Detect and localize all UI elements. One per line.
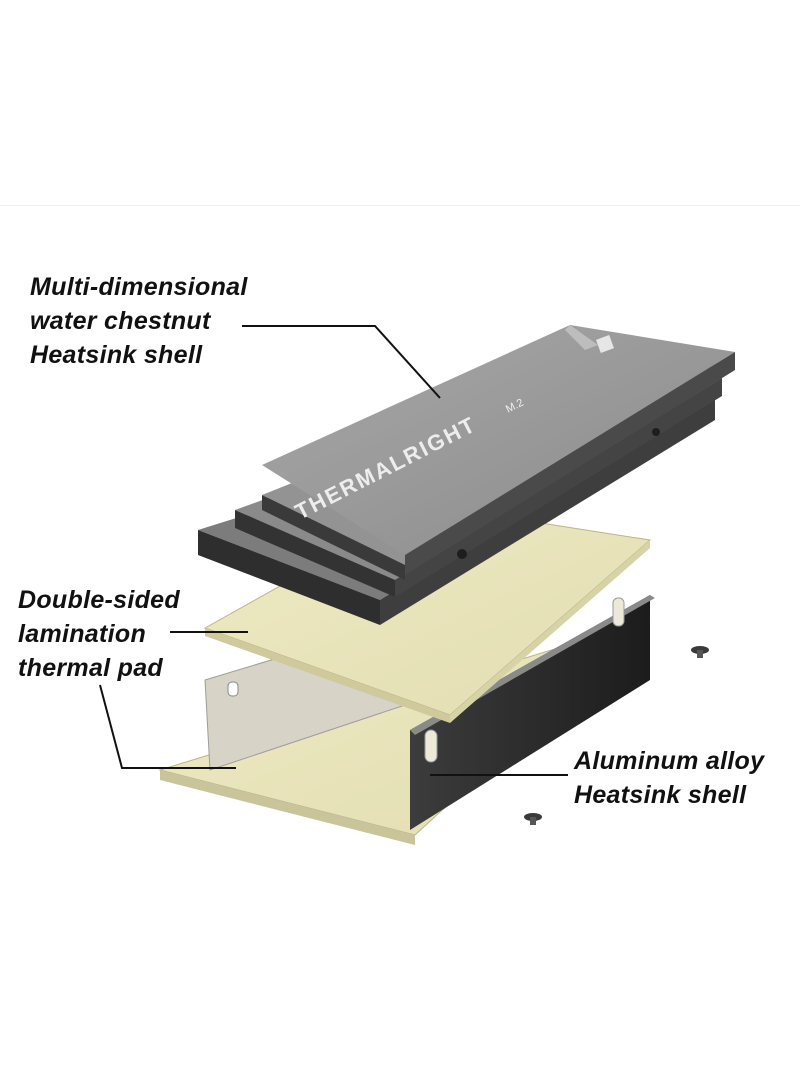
callout-text: thermal pad — [18, 654, 163, 682]
callout-thermal-pad: Double-sided lamination thermal pad — [18, 583, 180, 685]
callout-line-middle-shell — [99, 684, 236, 769]
callout-text: Double-sided — [18, 586, 180, 614]
callout-line-top — [242, 325, 441, 399]
screw-icon — [524, 813, 542, 825]
callout-text: Multi-dimensional — [30, 273, 248, 301]
callout-text: lamination — [18, 620, 147, 648]
callout-multi-dimensional-heatsink: Multi-dimensional water chestnut Heatsin… — [30, 270, 248, 372]
callout-text: Aluminum alloy — [574, 747, 765, 775]
callout-text: Heatsink shell — [30, 341, 203, 369]
multi-dimensional-heatsink: THERMALRIGHT M.2 — [198, 325, 735, 625]
thermal-pad — [203, 504, 652, 723]
screw-icon — [691, 646, 709, 658]
brand-logo-icon — [596, 335, 614, 353]
callout-aluminum-shell: Aluminum alloy Heatsink shell — [574, 744, 764, 812]
callout-text: water chestnut — [30, 307, 211, 335]
callout-text: Heatsink shell — [574, 781, 747, 809]
blank-top-area — [0, 0, 800, 205]
divider — [0, 205, 800, 206]
